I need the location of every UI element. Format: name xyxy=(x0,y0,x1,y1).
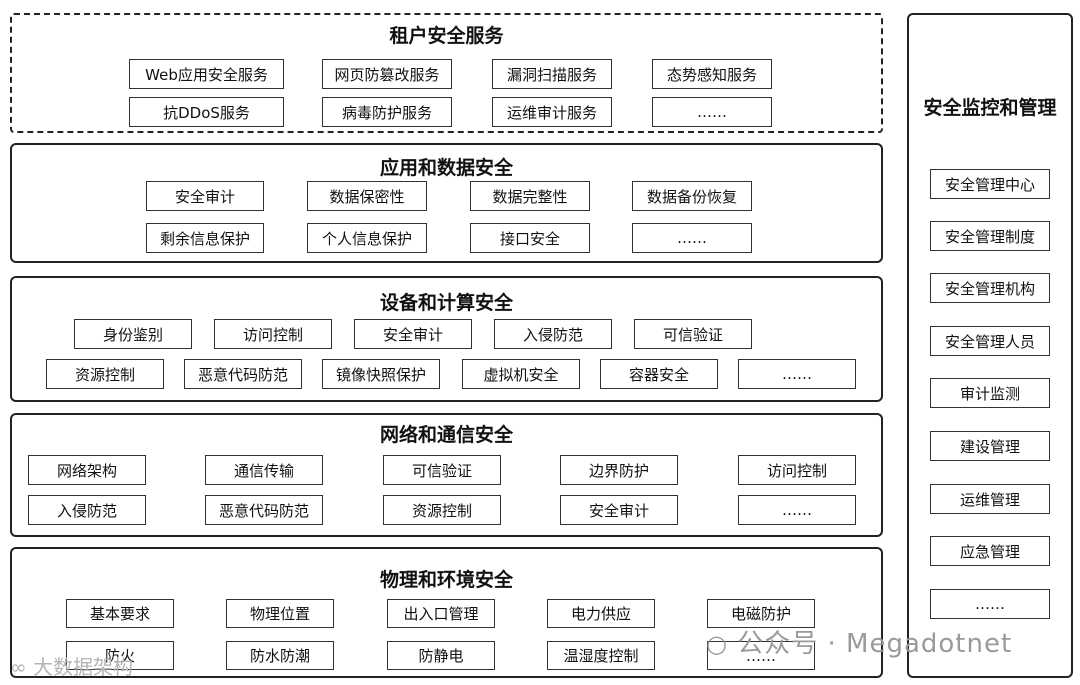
appdata-item: 安全审计 xyxy=(146,181,264,211)
network-item: 访问控制 xyxy=(738,455,856,485)
network-item: 通信传输 xyxy=(205,455,323,485)
watermark-left-text: 大数据架构 xyxy=(33,655,134,679)
network-item: …… xyxy=(738,495,856,525)
tenant-item: …… xyxy=(652,97,772,127)
network-item: 边界防护 xyxy=(560,455,678,485)
tenant-item: 态势感知服务 xyxy=(652,59,772,89)
device-item: 身份鉴别 xyxy=(74,319,192,349)
appdata-item: 个人信息保护 xyxy=(307,223,427,253)
physical-security-panel: 物理和环境安全 基本要求 物理位置 出入口管理 电力供应 电磁防护 防火 防水防… xyxy=(10,547,883,678)
management-item: 安全管理人员 xyxy=(930,326,1050,356)
device-item: 可信验证 xyxy=(634,319,752,349)
appdata-item: 剩余信息保护 xyxy=(146,223,264,253)
physical-item: 基本要求 xyxy=(66,599,174,628)
device-item: 安全审计 xyxy=(354,319,472,349)
physical-item: …… xyxy=(707,641,815,670)
physical-item: 防水防潮 xyxy=(226,641,334,670)
device-item: 镜像快照保护 xyxy=(322,359,440,389)
management-item: 安全管理机构 xyxy=(930,273,1050,303)
security-management-title: 安全监控和管理 xyxy=(923,97,1057,119)
tenant-item: 病毒防护服务 xyxy=(322,97,452,127)
management-item: 建设管理 xyxy=(930,431,1050,461)
physical-item: 防火 xyxy=(66,641,174,670)
appdata-item: 接口安全 xyxy=(470,223,590,253)
app-data-security-panel: 应用和数据安全 安全审计 数据保密性 数据完整性 数据备份恢复 剩余信息保护 个… xyxy=(10,143,883,263)
network-item: 资源控制 xyxy=(383,495,501,525)
network-security-panel: 网络和通信安全 网络架构 通信传输 可信验证 边界防护 访问控制 入侵防范 恶意… xyxy=(10,413,883,537)
management-item: 审计监测 xyxy=(930,378,1050,408)
security-management-panel: 安全监控和管理 安全管理中心 安全管理制度 安全管理机构 安全管理人员 审计监测… xyxy=(907,13,1073,678)
management-item: …… xyxy=(930,589,1050,619)
physical-security-title: 物理和环境安全 xyxy=(379,569,513,591)
device-item: 访问控制 xyxy=(214,319,332,349)
device-item: 容器安全 xyxy=(600,359,718,389)
device-item: 恶意代码防范 xyxy=(184,359,302,389)
device-security-title: 设备和计算安全 xyxy=(379,292,513,314)
physical-item: 出入口管理 xyxy=(387,599,495,628)
tenant-item: 网页防篡改服务 xyxy=(322,59,452,89)
device-item: 入侵防范 xyxy=(494,319,612,349)
device-security-panel: 设备和计算安全 身份鉴别 访问控制 安全审计 入侵防范 可信验证 资源控制 恶意… xyxy=(10,276,883,402)
physical-item: 物理位置 xyxy=(226,599,334,628)
tenant-item: 漏洞扫描服务 xyxy=(492,59,612,89)
wechat-watermark: ○ 公众号 · Megadotnet xyxy=(706,623,1012,660)
tenant-security-title: 租户安全服务 xyxy=(389,25,504,47)
network-security-title: 网络和通信安全 xyxy=(379,424,513,446)
wechat-icon: ○ xyxy=(706,630,728,658)
appdata-item: 数据完整性 xyxy=(470,181,590,211)
management-item: 安全管理中心 xyxy=(930,169,1050,199)
tenant-item: 运维审计服务 xyxy=(492,97,612,127)
tenant-item: Web应用安全服务 xyxy=(129,59,284,89)
management-item: 安全管理制度 xyxy=(930,221,1050,251)
watermark-text: 公众号 · Megadotnet xyxy=(737,629,1013,659)
physical-item: 防静电 xyxy=(387,641,495,670)
tenant-item: 抗DDoS服务 xyxy=(129,97,284,127)
network-item: 可信验证 xyxy=(383,455,501,485)
network-item: 恶意代码防范 xyxy=(205,495,323,525)
bottom-left-watermark: ∞ 大数据架构 xyxy=(10,651,133,680)
device-item: 资源控制 xyxy=(46,359,164,389)
network-item: 安全审计 xyxy=(560,495,678,525)
physical-item: 电力供应 xyxy=(547,599,655,628)
app-data-security-title: 应用和数据安全 xyxy=(379,157,513,179)
network-item: 网络架构 xyxy=(28,455,146,485)
appdata-item: 数据备份恢复 xyxy=(632,181,752,211)
device-item: 虚拟机安全 xyxy=(462,359,580,389)
management-item: 应急管理 xyxy=(930,536,1050,566)
device-item: …… xyxy=(738,359,856,389)
network-item: 入侵防范 xyxy=(28,495,146,525)
physical-item: 电磁防护 xyxy=(707,599,815,628)
appdata-item: 数据保密性 xyxy=(307,181,427,211)
appdata-item: …… xyxy=(632,223,752,253)
tenant-security-panel: 租户安全服务 Web应用安全服务 网页防篡改服务 漏洞扫描服务 态势感知服务 抗… xyxy=(10,13,883,133)
physical-item: 温湿度控制 xyxy=(547,641,655,670)
management-item: 运维管理 xyxy=(930,484,1050,514)
watermark-logo-icon: ∞ xyxy=(10,655,27,679)
